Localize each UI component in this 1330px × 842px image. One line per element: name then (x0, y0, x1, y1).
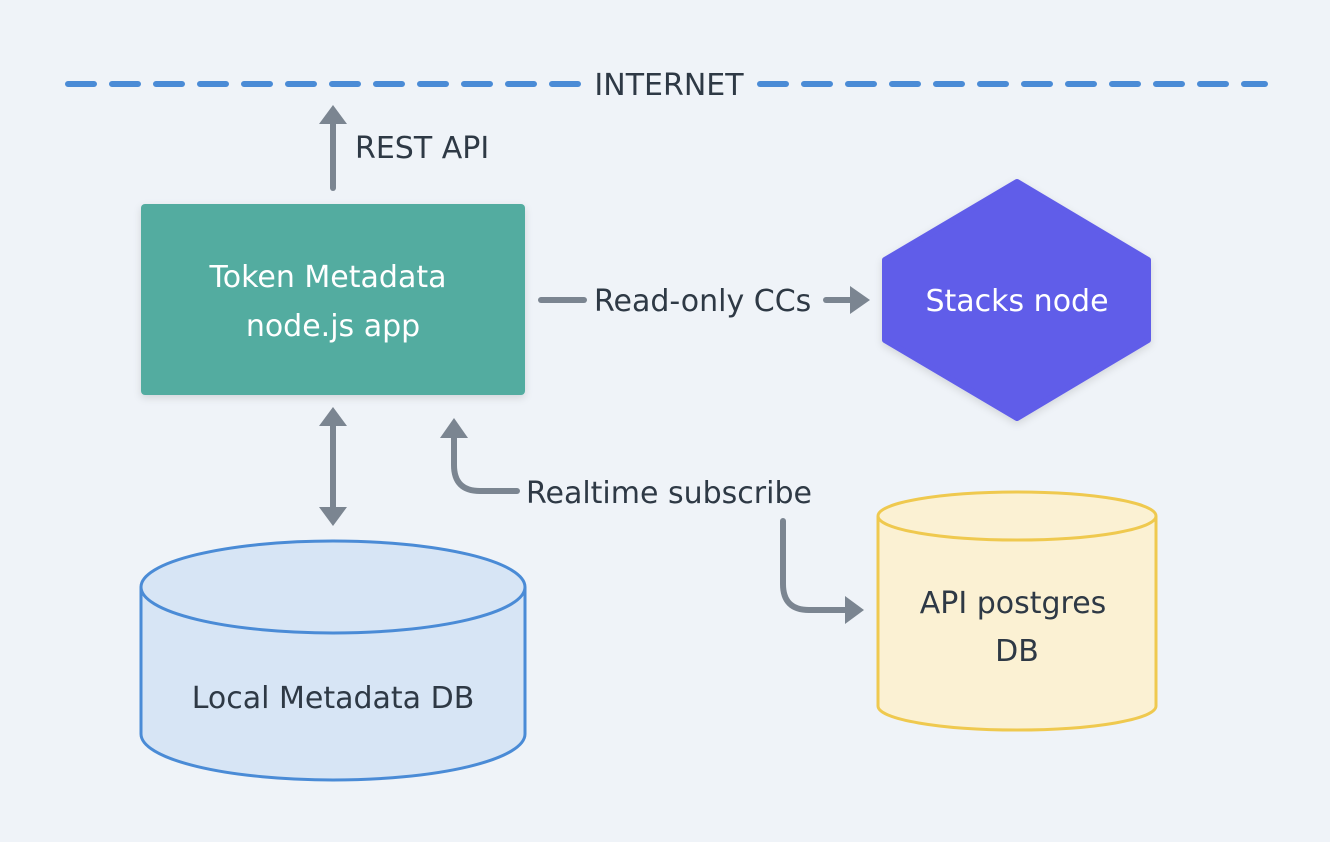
read-only-ccs-connector: Read-only CCs (538, 284, 870, 319)
stacks-node[interactable]: Stacks node (882, 179, 1151, 421)
token-metadata-app-box (141, 204, 525, 395)
realtime-arrow-head-right (845, 596, 864, 624)
rest-api-label: REST API (355, 131, 489, 166)
realtime-arrow-head-up (440, 418, 468, 438)
postgres-db-cylinder-top (876, 490, 1158, 542)
postgres-db-label-line2: DB (995, 634, 1039, 669)
local-db-arrow-head-down (319, 507, 347, 526)
local-db-connector (319, 407, 347, 526)
internet-label: INTERNET (594, 68, 744, 103)
postgres-db-cylinder-body (876, 516, 1158, 732)
local-db-label: Local Metadata DB (192, 681, 475, 716)
realtime-subscribe-label: Realtime subscribe (526, 476, 812, 511)
local-db-cylinder-top (139, 539, 527, 635)
realtime-arrow-path-down (780, 518, 848, 613)
realtime-subscribe-connector: Realtime subscribe (440, 418, 864, 624)
read-only-ccs-label: Read-only CCs (594, 284, 811, 319)
api-postgres-db[interactable]: API postgres DB (876, 490, 1158, 732)
internet-boundary: INTERNET (65, 68, 1268, 103)
stacks-node-label: Stacks node (925, 284, 1108, 319)
read-only-arrow-head (850, 286, 870, 314)
postgres-db-label-line1: API postgres (920, 586, 1107, 621)
local-metadata-db[interactable]: Local Metadata DB (139, 539, 527, 782)
local-db-arrow-head-up (319, 407, 347, 426)
rest-api-arrow-head (319, 105, 347, 124)
rest-api-connector: REST API (319, 105, 489, 191)
token-metadata-app-title: Token Metadata (209, 260, 447, 295)
token-metadata-app-subtitle: node.js app (246, 309, 420, 344)
token-metadata-app-node[interactable]: Token Metadata node.js app (141, 204, 525, 395)
realtime-arrow-path-left (451, 435, 520, 494)
local-db-cylinder-body (139, 587, 527, 782)
stacks-node-hexagon (882, 179, 1151, 421)
